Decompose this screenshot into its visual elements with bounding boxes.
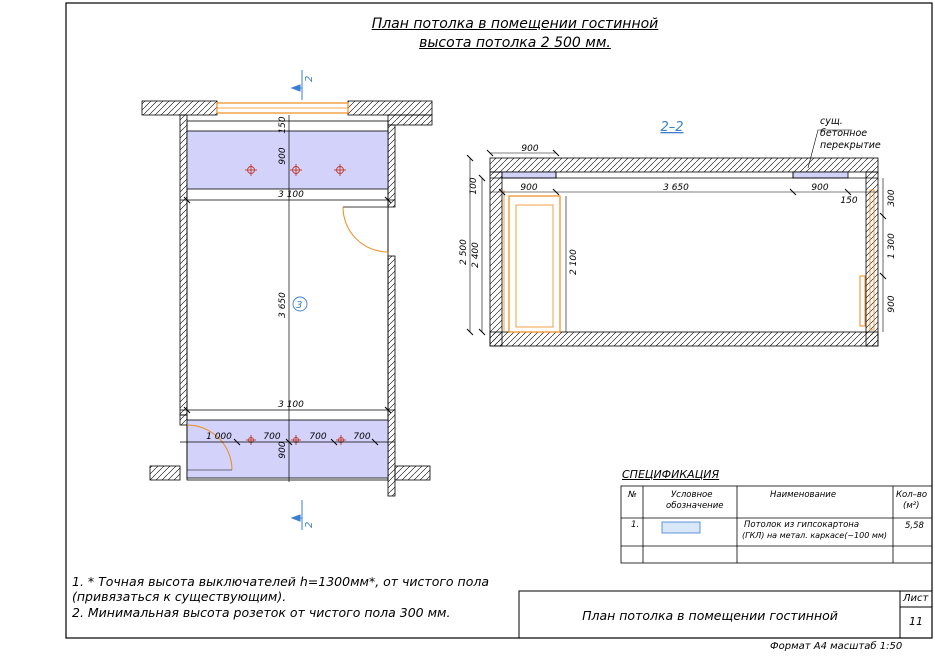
section-note-line3: перекрытие <box>820 140 881 151</box>
sec-dim-top-left: 900 <box>521 144 538 154</box>
section-door <box>508 195 561 333</box>
spec-header-qty-l1: Кол–во <box>896 490 928 500</box>
sec-dim-door: 2 100 <box>569 249 579 275</box>
note-line3: 2. Минимальная высота розеток от чистого… <box>72 605 451 620</box>
dim-b4: 700 <box>353 432 370 442</box>
niche-left <box>501 171 557 179</box>
section-label: 2–2 <box>660 120 683 135</box>
note-line2: (привязаться к существующим). <box>72 589 287 604</box>
light-fixtures-bottom <box>246 435 346 445</box>
page-title-line1: План потолка в помещении гостинной <box>371 16 659 32</box>
stamp-sheet-label: Лист <box>903 593 929 604</box>
dim-top-strip: 900 <box>278 147 288 164</box>
section-view: 2–2 сущ. бетонное перекрытие 900 900 3 6… <box>459 116 897 347</box>
format-label: Формат А4 масштаб 1:50 <box>770 641 903 652</box>
dim-b2: 700 <box>263 432 280 442</box>
spec-header-symbol-l1: Условное <box>671 490 713 500</box>
section-marker-bottom <box>290 500 303 530</box>
sec-dim-r900: 900 <box>887 295 897 312</box>
spec-row-name-l2: (ГКЛ) на метал. каркасе(~100 мм) <box>742 531 888 540</box>
niche-right <box>792 171 849 179</box>
section-label-bottom: 2 <box>304 522 315 528</box>
spec-header-num: № <box>628 490 637 500</box>
section-marker-top <box>290 70 303 100</box>
spec-row-qty: 5,58 <box>905 521 924 531</box>
dim-height: 3 650 <box>278 292 288 318</box>
sec-dim-r1300: 1 300 <box>887 233 897 259</box>
dim-bottom-width: 3 100 <box>278 400 304 410</box>
section-label-top: 2 <box>304 76 315 82</box>
dim-bottom-strip: 900 <box>278 441 288 458</box>
sheet-frame <box>65 2 933 639</box>
room-number-circle <box>292 296 308 312</box>
sec-dim-r300: 300 <box>887 189 897 206</box>
dim-top-offset: 150 <box>278 116 288 133</box>
sec-dim-middle: 3 650 <box>663 183 689 193</box>
page-title-line2: высота потолка 2 500 мм. <box>419 35 611 51</box>
section-note-line2: бетонное <box>820 128 867 139</box>
spec-table <box>620 485 933 564</box>
note-line1: 1. * Точная высота выключателей h=1300мм… <box>72 574 490 589</box>
sec-dim-right: 900 <box>811 183 828 193</box>
section-note-line1: сущ. <box>820 116 843 127</box>
spec-symbol-swatch <box>661 521 701 534</box>
sec-dim-right-offset: 150 <box>840 196 857 206</box>
light-fixtures-top <box>245 164 346 176</box>
dim-b3: 700 <box>309 432 326 442</box>
stamp-title: План потолка в помещении гостинной <box>582 607 838 623</box>
dim-b1: 1 000 <box>206 432 232 442</box>
spec-header-name: Наименование <box>770 490 837 500</box>
sec-dim-2400: 2 400 <box>471 242 481 268</box>
sec-dim-100: 100 <box>469 177 479 194</box>
sec-dim-2500: 2 500 <box>459 239 469 265</box>
spec-header-symbol-l2: обозначение <box>666 501 724 511</box>
stamp-sheet-number: 11 <box>909 615 923 628</box>
spec-title: СПЕЦИФИКАЦИЯ <box>622 468 720 481</box>
title-block <box>518 590 933 639</box>
spec-row-num: 1. <box>631 520 640 530</box>
spec-row-name-l1: Потолок из гипсокартона <box>744 520 860 530</box>
sec-dim-left: 900 <box>520 183 537 193</box>
floor-plan: 2 2 3 3 100 3 100 3 650 900 150 900 1 00… <box>141 70 433 530</box>
room-number: 3 <box>296 300 302 311</box>
ceiling-strip-top <box>186 130 389 190</box>
spec-header-qty-l2: (м²) <box>903 501 920 511</box>
dim-top-width: 3 100 <box>278 190 304 200</box>
